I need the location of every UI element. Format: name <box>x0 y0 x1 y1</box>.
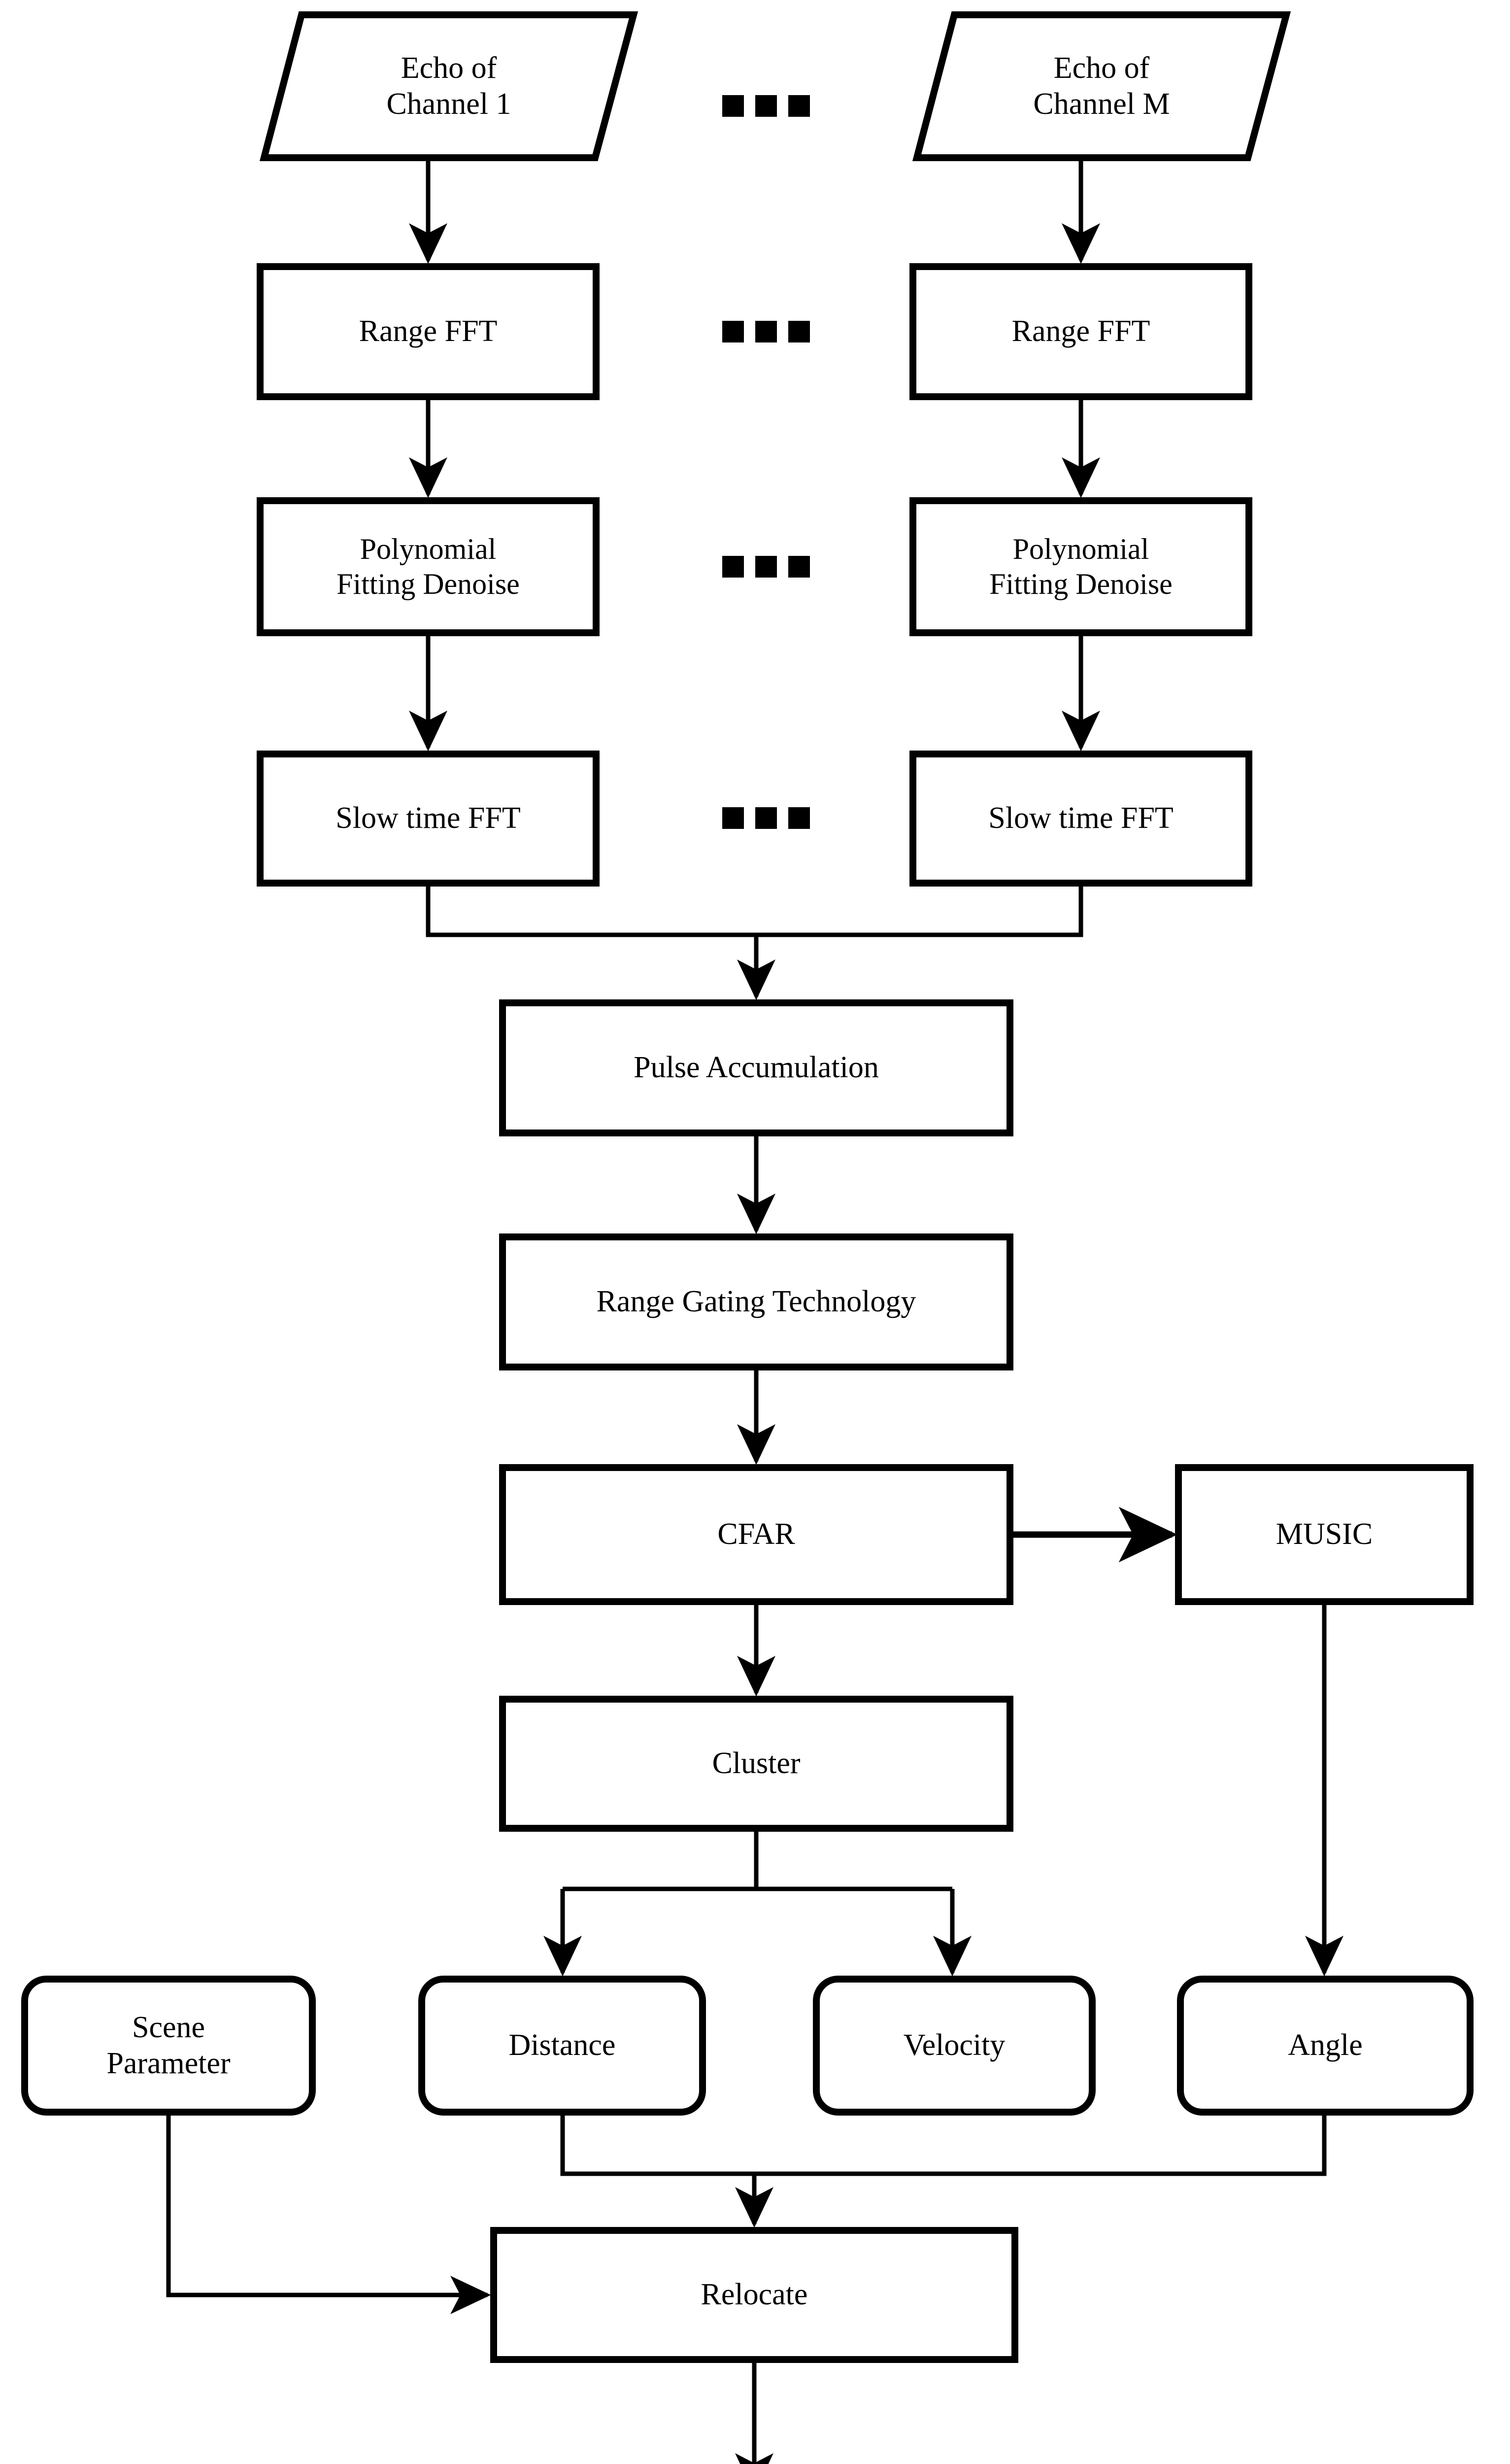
node-cfar[interactable] <box>499 1464 1013 1605</box>
ellipsis-echo-row <box>722 95 810 117</box>
edge-slow1-merge <box>426 883 756 937</box>
edge-scene-to-relocate <box>166 2112 491 2314</box>
node-distance[interactable] <box>418 1976 706 2116</box>
node-slow-time-fft-1[interactable] <box>257 751 600 887</box>
node-range-gating[interactable] <box>499 1233 1013 1370</box>
ellipsis-poly-denoise-row <box>722 556 810 578</box>
edge-distance-merge <box>560 2112 754 2176</box>
node-pulse-accumulation[interactable] <box>499 999 1013 1136</box>
node-echo-channel-1[interactable] <box>259 11 638 161</box>
node-echo-channel-m[interactable] <box>912 11 1291 161</box>
node-relocate[interactable] <box>490 2227 1018 2363</box>
node-slow-time-fft-m[interactable] <box>909 751 1252 887</box>
node-cluster[interactable] <box>499 1696 1013 1832</box>
node-range-fft-m[interactable] <box>909 263 1252 400</box>
edge-angle-merge <box>754 2112 1327 2176</box>
node-music[interactable] <box>1175 1464 1474 1605</box>
node-poly-denoise-m[interactable] <box>909 497 1252 636</box>
node-scene-parameter[interactable] <box>21 1976 316 2116</box>
edge-slowm-merge <box>756 883 1083 937</box>
ellipsis-slow-time-fft-row <box>722 807 810 829</box>
node-velocity[interactable] <box>813 1976 1096 2116</box>
ellipsis-range-fft-row <box>722 321 810 342</box>
node-poly-denoise-1[interactable] <box>257 497 600 636</box>
node-angle[interactable] <box>1177 1976 1474 2116</box>
node-range-fft-1[interactable] <box>257 263 600 400</box>
